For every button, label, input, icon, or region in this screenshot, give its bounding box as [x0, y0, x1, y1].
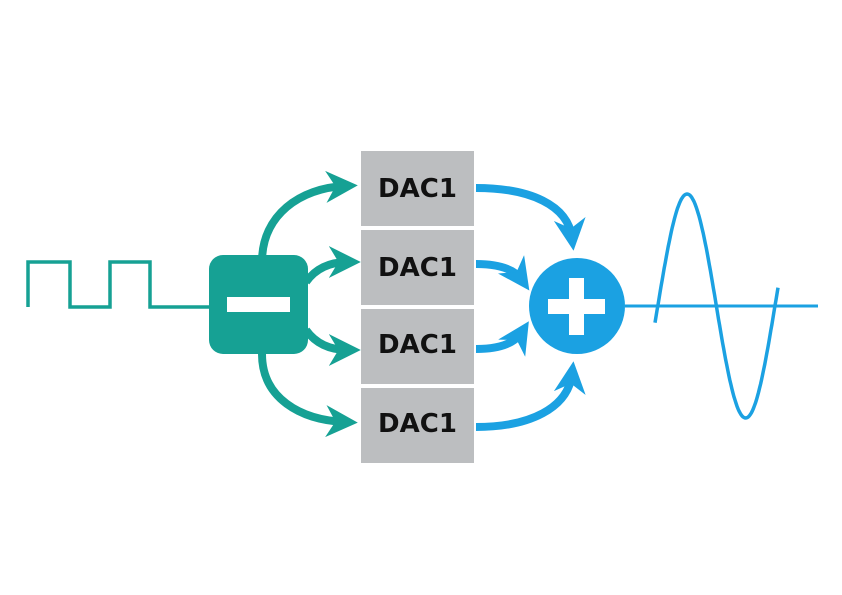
combine-arrow-4 — [475, 361, 586, 431]
minus-icon — [227, 297, 290, 312]
dac-label: DAC1 — [378, 409, 457, 439]
split-arrow-2 — [302, 246, 361, 285]
combine-arrow-2 — [475, 255, 530, 291]
dac-block: DAC1 — [361, 309, 474, 384]
dac-block: DAC1 — [361, 151, 474, 226]
dac-label: DAC1 — [378, 253, 457, 283]
dac-box — [361, 151, 474, 226]
split-arrow-3 — [302, 327, 361, 366]
dac-label: DAC1 — [378, 330, 457, 360]
combine-arrow-3 — [475, 321, 529, 357]
splitter-block — [209, 255, 308, 354]
dac-block: DAC1 — [361, 388, 474, 463]
combine-arrows — [475, 184, 586, 431]
combine-arrow-1 — [475, 184, 586, 251]
split-arrow-4 — [258, 353, 358, 438]
dac-box — [361, 309, 474, 384]
square-wave-input — [26, 260, 212, 309]
split-arrow-1 — [258, 170, 358, 263]
dac-block: DAC1 — [361, 230, 474, 305]
dac-column: DAC1 DAC1 DAC1 DAC1 — [361, 151, 474, 463]
split-arrows — [258, 170, 361, 438]
dac-box — [361, 388, 474, 463]
combiner-block — [529, 258, 625, 354]
dac-box — [361, 230, 474, 305]
plus-icon — [548, 278, 605, 335]
sine-wave-output — [653, 192, 780, 420]
dac-label: DAC1 — [378, 174, 457, 204]
